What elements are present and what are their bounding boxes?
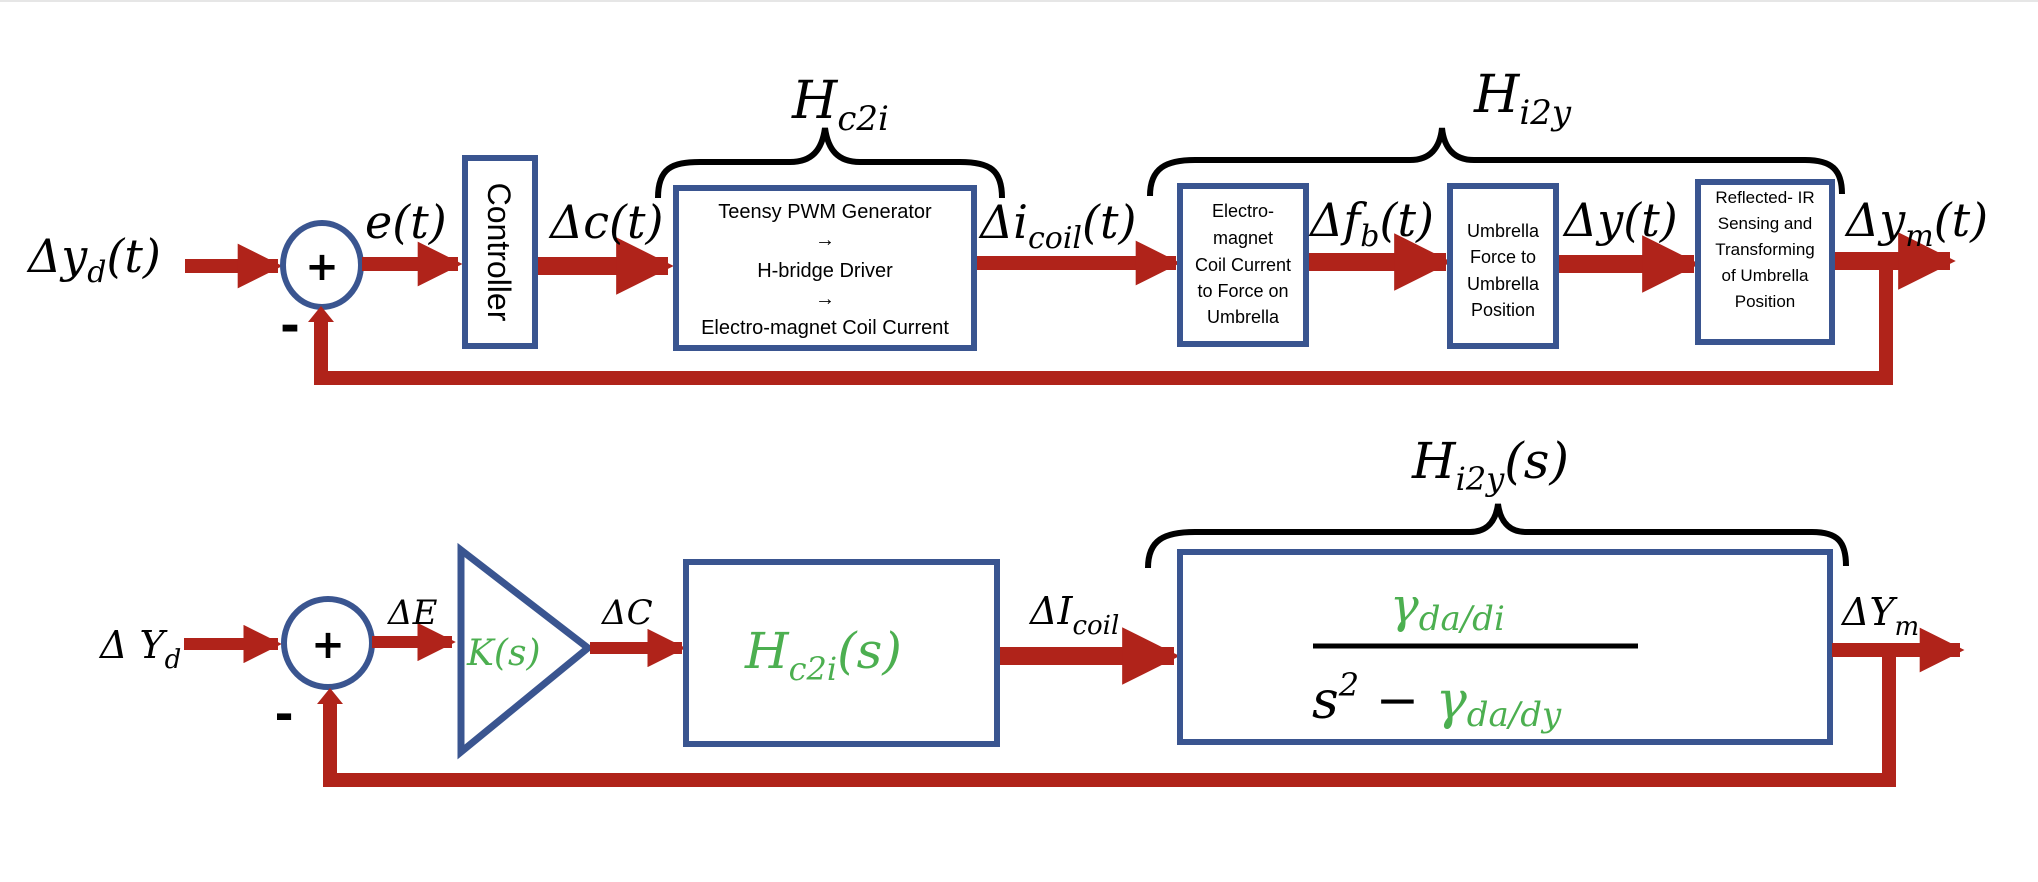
position-line-1: Umbrella	[1467, 221, 1540, 241]
top-position-label: Δy(t)	[1562, 193, 1678, 247]
hc2i-s-label: Hc2i(s)	[744, 622, 902, 688]
top-hc2i-brace-label: Hc2i	[791, 71, 889, 139]
ir-sensing-text: Reflected- IR Sensing and Transforming o…	[1715, 188, 1815, 311]
bottom-feedback-arrowhead	[317, 688, 343, 704]
hc2i-s-block	[683, 559, 1000, 747]
position-line-4: Position	[1471, 300, 1535, 320]
position-line-3: Umbrella	[1467, 274, 1540, 294]
force-line-1: Electro-	[1212, 201, 1274, 221]
top-error-label: e(t)	[365, 195, 447, 249]
force-line-5: Umbrella	[1207, 307, 1280, 327]
hc2i-line-3: H-bridge Driver	[757, 260, 893, 282]
gain-label: K(s)	[466, 633, 540, 674]
top-feedback-path	[314, 262, 1893, 385]
top-sum-minus: -	[280, 298, 300, 354]
sensing-line-2: Sensing and	[1718, 214, 1813, 233]
arrow-right-icon: →	[815, 229, 835, 251]
bottom-sum-minus: -	[274, 687, 293, 741]
top-coil-label: Δicoil(t)	[978, 195, 1136, 256]
top-force-label: Δfb(t)	[1308, 193, 1434, 254]
top-sum-plus: +	[305, 244, 339, 290]
hc2i-block	[673, 185, 977, 351]
bottom-control-label: ΔC	[600, 593, 653, 633]
sensing-line-5: Position	[1735, 292, 1795, 311]
sensing-line-3: Transforming	[1715, 240, 1815, 259]
hc2i-block-text: Teensy PWM Generator → H-bridge Driver →…	[701, 201, 949, 339]
gain-block-triangle	[457, 542, 594, 760]
tf-numerator: γda/di	[1390, 578, 1505, 639]
bottom-diagram: Δ Yd + - ΔE K(s) ΔC Hc2i(s) ΔIcoil Hi2y(…	[98, 432, 1965, 787]
ir-sensing-block	[1695, 179, 1835, 345]
top-control-label: Δc(t)	[548, 195, 663, 249]
force-to-position-text: Umbrella Force to Umbrella Position	[1467, 221, 1540, 320]
bottom-hi2y-brace	[1145, 503, 1849, 569]
controller-block	[462, 155, 538, 349]
force-line-3: Coil Current	[1195, 255, 1291, 275]
top-diagram: Δyd(t) + - e(t) Controller Δc(t) Hc2i Te…	[26, 65, 1988, 385]
bottom-coil-label: ΔIcoil	[1028, 589, 1119, 641]
force-line-2: magnet	[1213, 228, 1273, 248]
top-border	[0, 0, 2038, 2]
bottom-output-label: ΔYm	[1840, 590, 1919, 642]
top-output-label: Δym(t)	[1844, 193, 1988, 254]
top-summing-junction: +	[280, 220, 364, 310]
top-feedback-arrowhead	[308, 306, 334, 322]
tf-denominator: s2 − γda/dy	[1312, 666, 1562, 735]
bottom-sum-plus: +	[311, 622, 345, 668]
bottom-hi2y-brace-label: Hi2y(s)	[1411, 432, 1569, 498]
force-to-position-block	[1447, 183, 1559, 349]
force-line-4: to Force on	[1197, 281, 1288, 301]
coil-to-force-text: Electro- magnet Coil Current to Force on…	[1195, 201, 1291, 327]
top-hi2y-brace-label: Hi2y	[1473, 65, 1572, 133]
bottom-feedback-path	[323, 652, 1896, 787]
top-input-label: Δyd(t)	[26, 229, 161, 290]
sensing-line-1: Reflected- IR	[1715, 188, 1814, 207]
bottom-summing-junction: +	[281, 596, 375, 690]
top-hi2y-brace	[1147, 127, 1845, 197]
hc2i-line-5: Electro-magnet Coil Current	[701, 317, 949, 339]
coil-to-force-block	[1177, 183, 1309, 347]
bottom-error-label: ΔE	[386, 593, 438, 633]
arrow-right-icon: →	[815, 288, 835, 310]
controller-label: Controller	[481, 183, 517, 322]
bottom-input-label: Δ Yd	[98, 623, 181, 675]
sensing-line-4: of Umbrella	[1722, 266, 1809, 285]
position-line-2: Force to	[1470, 247, 1536, 267]
top-hc2i-brace	[655, 127, 1005, 199]
hc2i-line-1: Teensy PWM Generator	[718, 201, 932, 223]
